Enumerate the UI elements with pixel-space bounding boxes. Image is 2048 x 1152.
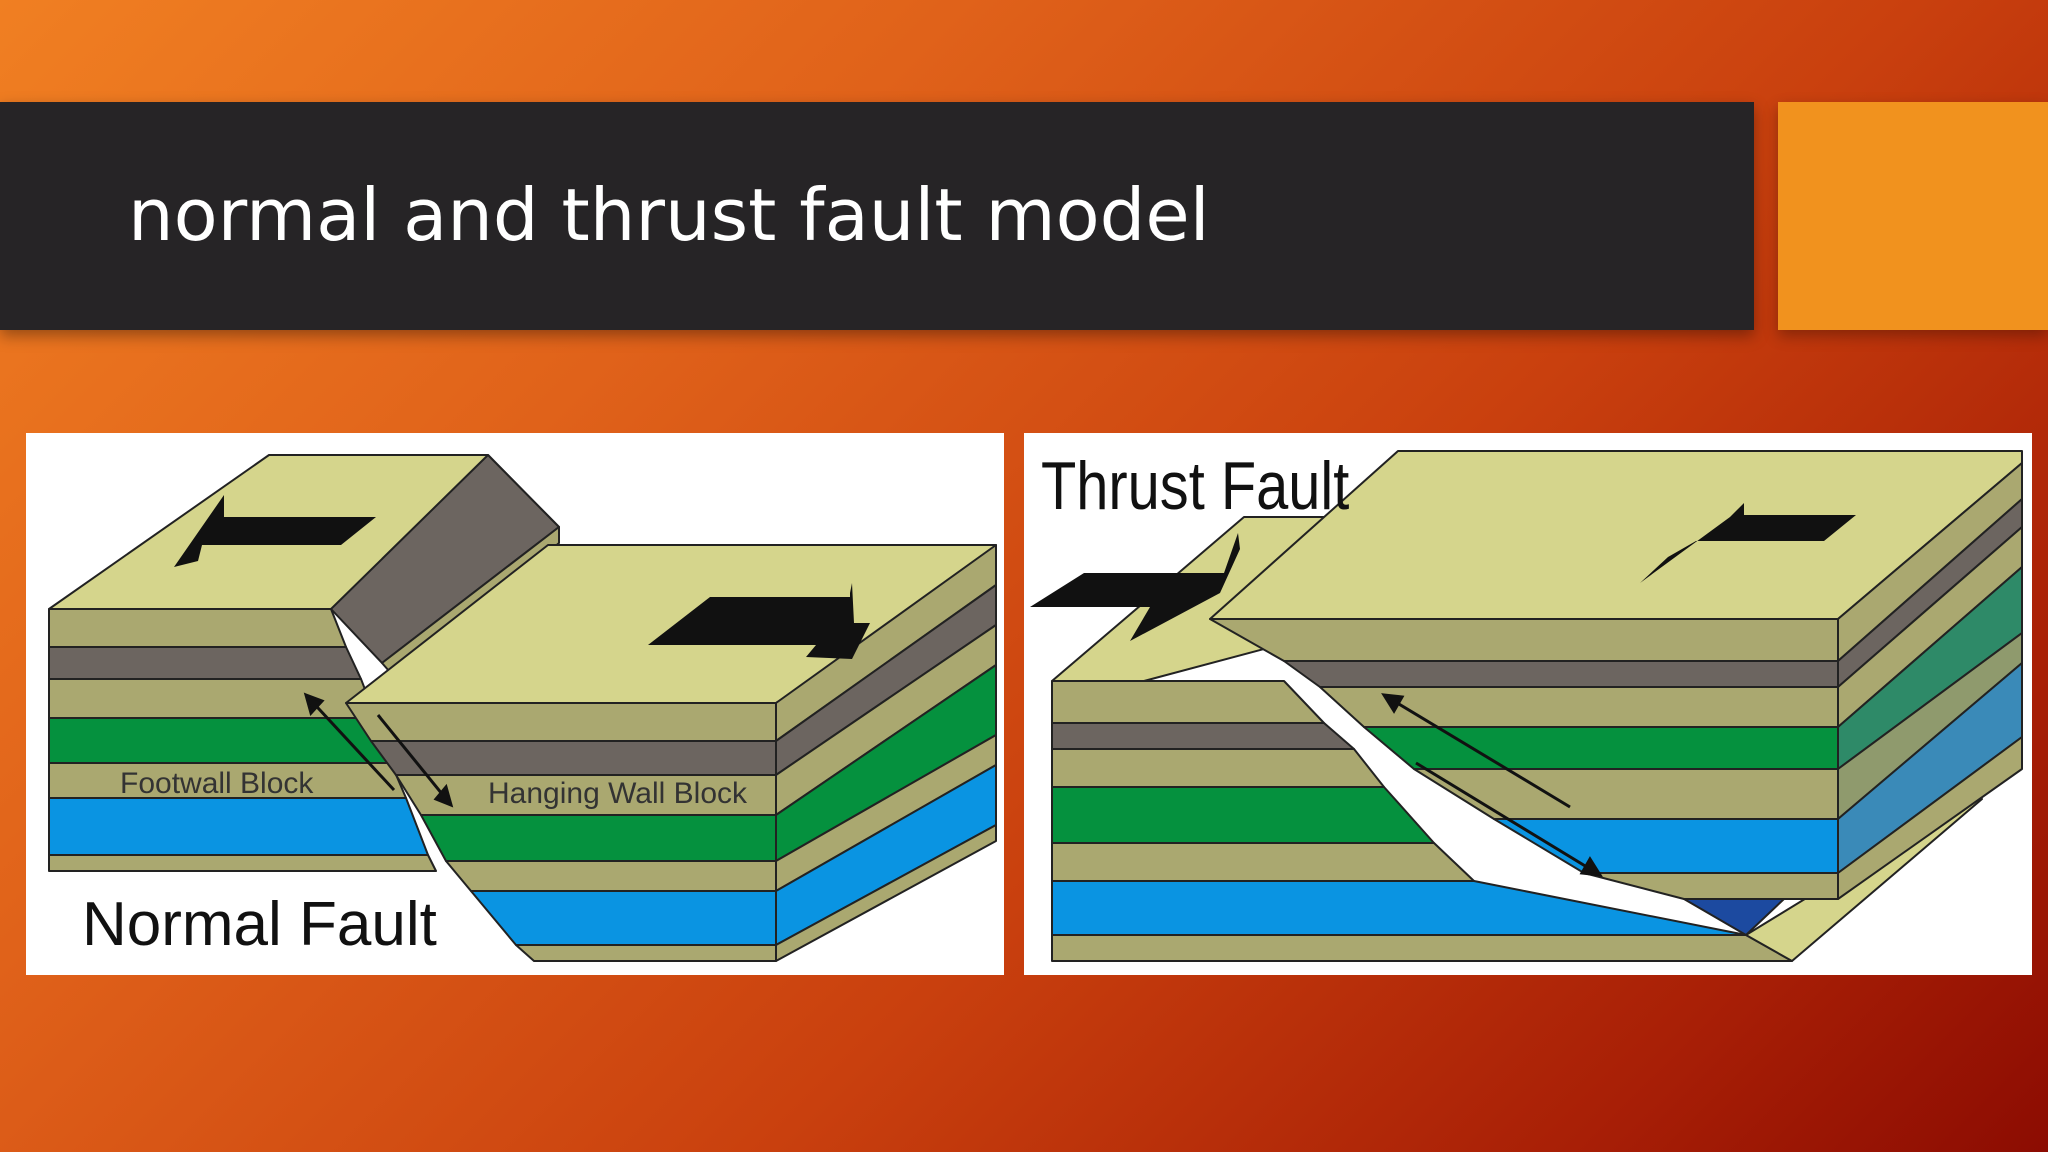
thrust-foot-layer-7 xyxy=(1051,934,1793,962)
hanging-wall-block-label: Hanging Wall Block xyxy=(488,777,748,810)
left-arrow-icon xyxy=(174,495,376,567)
hanging-layer-blue xyxy=(470,890,777,946)
thrust-hang-side-7 xyxy=(1837,736,2023,900)
hanging-layer-gray xyxy=(370,740,777,776)
thrust-fault-caption: Thrust Fault xyxy=(1041,449,1350,524)
hanging-layer-green xyxy=(420,814,777,862)
normal-fault-caption: Normal Fault xyxy=(82,890,437,959)
footwall-layer-3 xyxy=(48,678,377,719)
accent-block xyxy=(1778,102,2048,330)
footwall-layer-blue xyxy=(48,797,429,856)
footwall-block-label: Footwall Block xyxy=(120,767,314,800)
thrust-hang-layer-1 xyxy=(1209,618,1839,662)
thrust-fault-diagram: Thrust Fault xyxy=(1024,433,2032,975)
normal-fault-diagram: Footwall Block Hanging Wall Block Normal… xyxy=(26,433,1004,975)
thrust-hang-layer-blue xyxy=(1493,818,1839,874)
footwall-layer-7 xyxy=(48,854,437,872)
thrust-foot-layer-3 xyxy=(1051,748,1385,788)
footwall-layer-green xyxy=(48,717,392,764)
right-push-arrow-icon xyxy=(1640,503,1856,583)
thrust-hang-layer-5 xyxy=(1413,768,1839,820)
thrust-foot-layer-gray xyxy=(1051,722,1355,750)
right-arrow-icon xyxy=(648,583,870,659)
hanging-layer-1 xyxy=(345,702,777,742)
hanging-layer-5 xyxy=(445,860,777,892)
thrust-hang-layer-gray xyxy=(1283,660,1839,688)
thrust-foot-layer-blue xyxy=(1051,880,1747,936)
slide-title: normal and thrust fault model xyxy=(128,173,1210,257)
thrust-hang-layer-green xyxy=(1363,726,1839,770)
hanging-side-7 xyxy=(775,824,997,962)
footwall-layer-gray xyxy=(48,646,362,680)
thrust-hang-layer-7 xyxy=(1583,872,1839,900)
title-bar xyxy=(0,102,1754,330)
thrust-foot-layer-5 xyxy=(1051,842,1475,882)
thrust-fault-illustration: Thrust Fault xyxy=(1030,449,2023,962)
thrust-foot-layer-1 xyxy=(1051,680,1325,724)
normal-fault-illustration: Footwall Block Hanging Wall Block Normal… xyxy=(48,454,997,962)
footwall-layer-1 xyxy=(48,608,347,648)
hanging-layer-7 xyxy=(515,944,777,962)
thrust-foot-layer-green xyxy=(1051,786,1435,844)
left-push-arrow-icon xyxy=(1030,533,1240,641)
